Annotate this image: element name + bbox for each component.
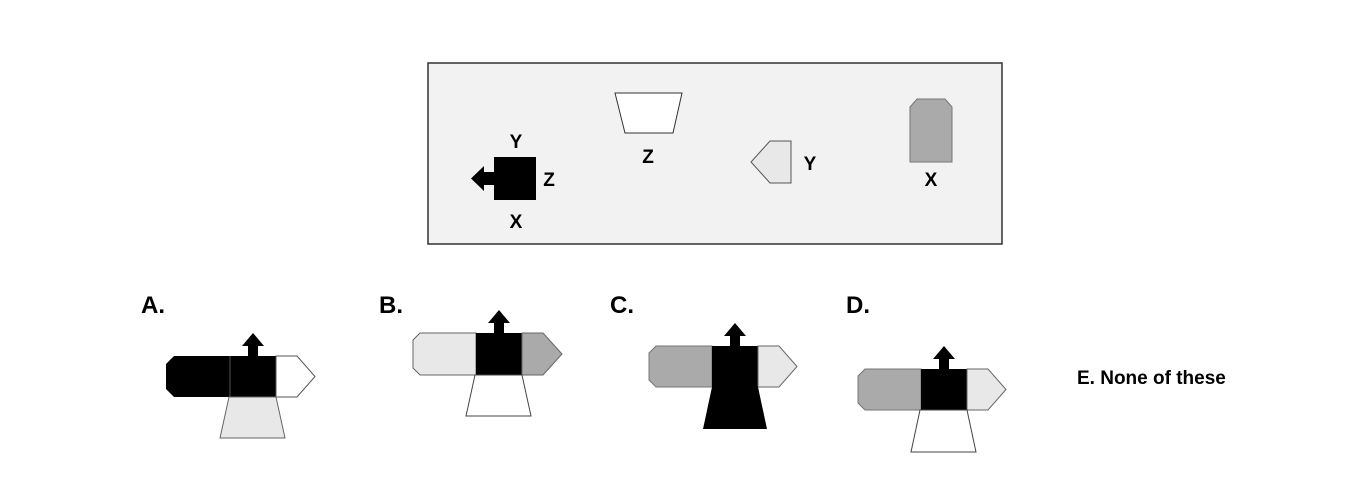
option-c-right-pentagon — [757, 345, 798, 388]
option-c-center-square — [712, 346, 758, 387]
option-a-right-pentagon — [275, 355, 316, 398]
option-d[interactable]: D. — [846, 292, 1007, 453]
left-arrow-icon — [471, 166, 494, 191]
trapezoid-label: Z — [642, 147, 654, 168]
option-b-label: B. — [379, 292, 403, 319]
option-d-left-block — [857, 368, 922, 411]
cube-label-right: Z — [543, 170, 555, 191]
option-b-right-pentagon — [521, 332, 563, 376]
option-b-up-arrow-icon — [488, 310, 510, 333]
question-panel-box — [427, 62, 1003, 245]
option-c-up-arrow-icon — [724, 323, 746, 346]
rounded-tab-label: X — [925, 170, 938, 191]
option-d-center-square — [921, 369, 967, 410]
option-d-right-pentagon — [966, 368, 1007, 411]
option-c-label: C. — [610, 292, 634, 319]
rounded-tab-shape — [909, 98, 953, 163]
pentagon-piece: Y — [750, 140, 817, 184]
option-b-center-square — [476, 333, 522, 375]
option-e-label[interactable]: E. None of these — [1077, 368, 1226, 389]
option-a-left-block — [166, 356, 230, 397]
cube-label-bottom: X — [510, 212, 523, 233]
option-d-label: D. — [846, 292, 870, 319]
pentagon-label: Y — [804, 154, 817, 175]
cube-label-top: Y — [510, 132, 523, 153]
option-a-bottom-trapezoid — [219, 396, 286, 439]
option-a-center-square — [230, 356, 276, 397]
pentagon-shape — [750, 140, 792, 184]
trapezoid-shape — [614, 92, 683, 134]
option-a[interactable]: A. — [141, 292, 316, 439]
option-b-left-block — [412, 332, 477, 376]
rounded-tab-piece: X — [909, 98, 953, 191]
option-d-up-arrow-icon — [933, 346, 955, 369]
option-d-bottom-trapezoid — [910, 409, 977, 453]
trapezoid-piece: Z — [614, 92, 683, 168]
option-c-left-block — [648, 345, 713, 388]
black-square — [494, 157, 536, 200]
option-b-bottom-trapezoid — [465, 374, 532, 417]
option-c-bottom-trapezoid — [703, 387, 767, 429]
option-c[interactable]: C. — [610, 292, 798, 429]
question-panel: Y Z X Z Y X — [427, 62, 1003, 245]
option-a-up-arrow-icon — [242, 333, 264, 356]
option-b[interactable]: B. — [379, 292, 563, 417]
option-a-label: A. — [141, 292, 165, 319]
cube-reference: Y Z X — [471, 132, 555, 233]
